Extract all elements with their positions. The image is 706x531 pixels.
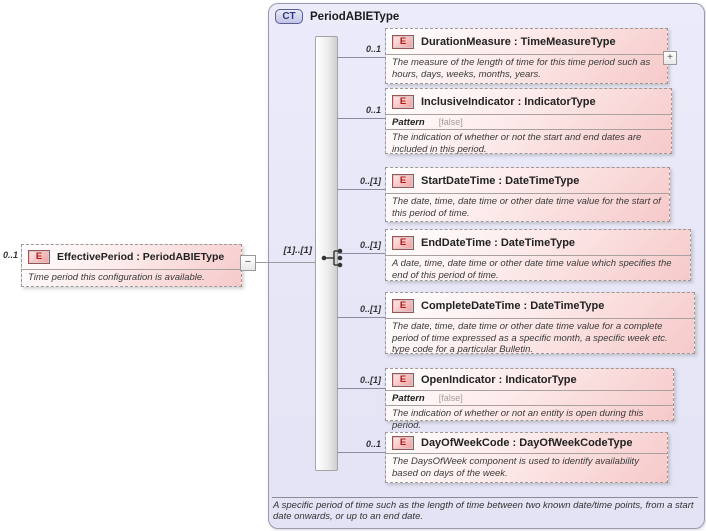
element-header: E EffectivePeriod : PeriodABIEType — [22, 245, 241, 269]
connector-line — [337, 317, 385, 318]
cardinality-label: 0..1 — [2, 250, 18, 260]
cardinality-label: 0..[1] — [359, 304, 381, 314]
element-description: The DaysOfWeek component is used to iden… — [392, 456, 639, 479]
box-divider — [386, 54, 667, 55]
element-label: CompleteDateTime : DateTimeType — [421, 299, 605, 312]
pattern-label: Pattern — [392, 116, 425, 128]
connector-line — [337, 388, 385, 389]
pattern-label: Pattern — [392, 392, 425, 404]
element-label: DayOfWeekCode : DayOfWeekCodeType — [421, 437, 633, 449]
element-box-inclusiveindicator[interactable]: E InclusiveIndicator : IndicatorType Pat… — [385, 88, 672, 155]
element-box-startdatetime[interactable]: E StartDateTime : DateTimeType The date,… — [385, 167, 670, 222]
element-box-effectiveperiod[interactable]: E EffectivePeriod : PeriodABIEType Time … — [21, 244, 242, 287]
connector-line — [337, 57, 385, 58]
element-label: OpenIndicator : IndicatorType — [421, 373, 577, 386]
element-badge: E — [392, 298, 414, 313]
element-description: The date, time, date time or other date … — [392, 321, 668, 355]
cardinality-label: 0..1 — [365, 105, 381, 115]
element-header: E CompleteDateTime : DateTimeType — [386, 293, 694, 318]
element-box-enddatetime[interactable]: E EndDateTime : DateTimeType A date, tim… — [385, 229, 691, 281]
complex-type-title: PeriodABIEType — [310, 10, 400, 23]
connector-line — [337, 452, 385, 453]
element-label: StartDateTime : DateTimeType — [421, 174, 580, 187]
box-divider — [386, 193, 669, 194]
pattern-value: [false] — [438, 117, 463, 127]
cardinality-label: 0..1 — [365, 439, 381, 449]
connector-line — [242, 262, 315, 263]
element-header: E DurationMeasure : TimeMeasureType — [386, 29, 667, 54]
element-badge: E — [392, 94, 414, 109]
cardinality-label: 0..1 — [365, 44, 381, 54]
footer-divider — [272, 497, 698, 498]
connector-line — [337, 189, 385, 190]
connector-line — [337, 253, 385, 254]
box-divider — [386, 129, 671, 130]
box-divider — [386, 318, 694, 319]
element-box-durationmeasure[interactable]: E DurationMeasure : TimeMeasureType The … — [385, 28, 668, 84]
element-label: EndDateTime : DateTimeType — [421, 236, 576, 249]
pattern-facet-row: Pattern [false] — [386, 391, 673, 405]
cardinality-label: 0..[1] — [359, 375, 381, 385]
element-badge: E — [392, 235, 414, 250]
element-box-dayofweekcode[interactable]: E DayOfWeekCode : DayOfWeekCodeType The … — [385, 432, 668, 483]
collapse-button[interactable]: − — [240, 255, 256, 271]
element-badge: E — [392, 173, 414, 188]
element-description: The indication of whether or not an enti… — [392, 408, 644, 431]
complex-type-header: CT PeriodABIEType — [275, 9, 399, 24]
element-label: InclusiveIndicator : IndicatorType — [421, 95, 596, 108]
element-description: The indication of whether or not the sta… — [392, 132, 642, 155]
cardinality-label: 0..[1] — [359, 240, 381, 250]
complex-type-annotation: A specific period of time such as the le… — [273, 500, 694, 522]
element-badge: E — [392, 372, 414, 387]
ct-badge: CT — [275, 9, 303, 24]
element-header: E InclusiveIndicator : IndicatorType — [386, 89, 671, 114]
element-description: Time period this configuration is availa… — [28, 272, 205, 283]
element-description: The date, time, date time or other date … — [392, 196, 661, 219]
pattern-facet-row: Pattern [false] — [386, 115, 671, 129]
element-badge: E — [28, 250, 50, 264]
box-divider — [386, 390, 673, 391]
connector-line — [337, 118, 385, 119]
element-badge: E — [392, 436, 414, 450]
box-divider — [22, 269, 241, 270]
box-divider — [386, 405, 673, 406]
element-box-openindicator[interactable]: E OpenIndicator : IndicatorType Pattern … — [385, 368, 674, 431]
element-header: E OpenIndicator : IndicatorType — [386, 369, 673, 390]
box-divider — [386, 114, 671, 115]
element-header: E StartDateTime : DateTimeType — [386, 168, 669, 193]
sequence-icon — [321, 248, 343, 268]
element-label: EffectivePeriod : PeriodABIEType — [57, 251, 225, 263]
box-divider — [386, 255, 690, 256]
element-header: E EndDateTime : DateTimeType — [386, 230, 690, 255]
element-box-completedatetime[interactable]: E CompleteDateTime : DateTimeType The da… — [385, 292, 695, 355]
expand-button[interactable]: + — [663, 51, 677, 65]
pattern-value: [false] — [438, 393, 463, 403]
group-cardinality-label: [1]..[1] — [283, 245, 313, 256]
element-badge: E — [392, 34, 414, 49]
element-header: E DayOfWeekCode : DayOfWeekCodeType — [386, 433, 667, 453]
cardinality-label: 0..[1] — [359, 176, 381, 186]
element-description: A date, time, date time or other date ti… — [392, 258, 672, 281]
element-description: The measure of the length of time for th… — [392, 57, 651, 80]
box-divider — [386, 453, 667, 454]
element-label: DurationMeasure : TimeMeasureType — [421, 35, 616, 48]
